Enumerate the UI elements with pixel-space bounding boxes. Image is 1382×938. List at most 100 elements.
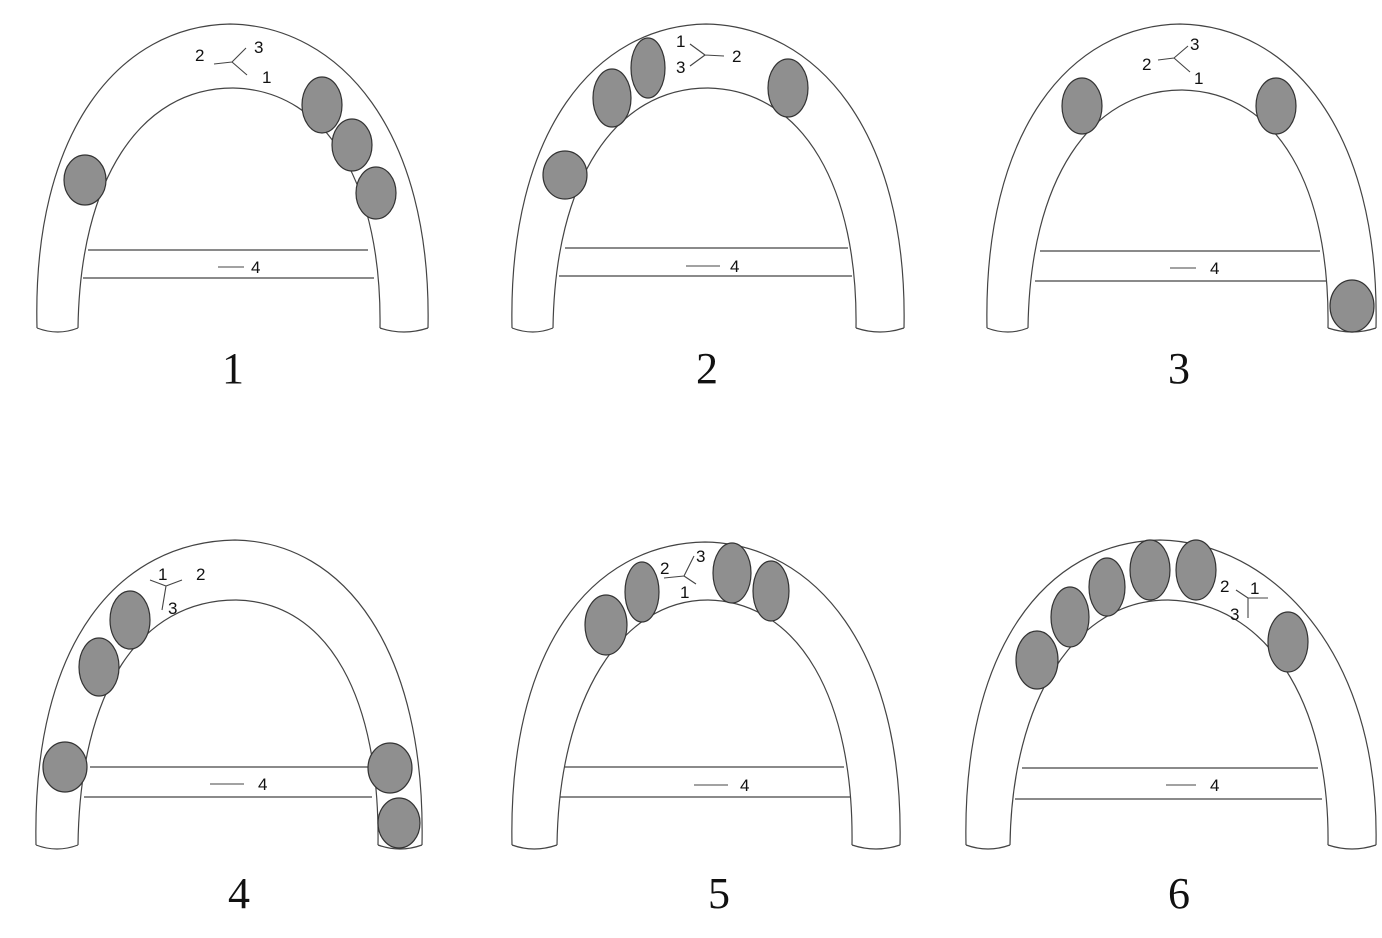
left-end-cap: [965, 844, 1011, 850]
arch-inner-outline: [1027, 89, 1329, 329]
panel-3: 4 2 3 1 3: [986, 23, 1377, 393]
tooth: [767, 58, 809, 118]
arch-outer-outline: [986, 23, 1377, 329]
tooth: [63, 154, 107, 206]
teeth: [1061, 77, 1375, 333]
tooth: [1329, 279, 1375, 333]
teeth: [542, 37, 809, 200]
label-2: 2: [196, 565, 205, 584]
label-4: 4: [1210, 776, 1219, 795]
label-2: 2: [732, 47, 741, 66]
label-4: 4: [258, 775, 267, 794]
label-3: 3: [696, 547, 705, 566]
right-end-cap: [377, 844, 423, 850]
label-3: 3: [254, 38, 263, 57]
label-1: 1: [680, 583, 689, 602]
right-end-cap: [851, 844, 901, 850]
panel-caption: 5: [708, 869, 730, 918]
label-4: 4: [740, 776, 749, 795]
panel-caption: 3: [1168, 344, 1190, 393]
left-end-cap: [511, 844, 558, 850]
label-1: 1: [158, 565, 167, 584]
bar-connector: [559, 247, 852, 277]
tooth: [1015, 630, 1059, 690]
tooth: [542, 150, 588, 200]
label-1: 1: [676, 32, 685, 51]
tooth: [1061, 77, 1103, 135]
arch-inner-outline: [556, 599, 853, 846]
tooth: [1129, 539, 1171, 601]
right-end-cap: [379, 327, 429, 333]
tooth: [624, 561, 660, 623]
label-1: 1: [262, 68, 271, 87]
bar-connector: [1035, 250, 1326, 282]
tooth: [301, 76, 343, 134]
tooth: [712, 542, 752, 604]
tooth: [1088, 557, 1126, 617]
bar-connector: [84, 766, 372, 798]
panel-caption: 1: [222, 344, 244, 393]
left-end-cap: [36, 327, 79, 333]
label-2: 2: [1142, 55, 1151, 74]
tooth: [584, 594, 628, 656]
teeth: [63, 76, 397, 220]
panel-caption: 2: [696, 344, 718, 393]
arch-inner-outline: [552, 87, 857, 329]
label-4: 4: [1210, 259, 1219, 278]
tooth: [367, 742, 413, 794]
label-1: 1: [1250, 579, 1259, 598]
tooth: [1175, 539, 1217, 601]
teeth: [1015, 539, 1309, 690]
left-end-cap: [986, 327, 1029, 333]
label-3: 3: [168, 599, 177, 618]
left-end-cap: [35, 844, 79, 850]
label-4: 4: [251, 258, 260, 277]
arch-outer-outline: [36, 23, 429, 329]
bar-connector: [83, 249, 374, 279]
tooth: [630, 37, 666, 99]
arch-inner-outline: [1009, 599, 1329, 846]
label-3: 3: [1190, 35, 1199, 54]
arch-outer-outline: [35, 539, 423, 846]
label-leader-junction: [689, 43, 725, 67]
label-2: 2: [660, 559, 669, 578]
tooth: [1050, 586, 1090, 648]
right-end-cap: [855, 327, 905, 333]
label-3: 3: [676, 58, 685, 77]
label-2: 2: [195, 46, 204, 65]
panel-6: 4 2 1 3 6: [965, 539, 1377, 918]
label-4: 4: [730, 257, 739, 276]
arch-outer-outline: [511, 23, 905, 329]
label-leader-junction: [149, 579, 183, 611]
bar-connector: [560, 766, 850, 798]
tooth: [78, 637, 120, 697]
tooth: [331, 118, 373, 172]
arch-outer-outline: [511, 541, 901, 846]
panel-caption: 6: [1168, 869, 1190, 918]
tooth: [1255, 77, 1297, 135]
label-leader-junction: [1157, 45, 1191, 73]
tooth: [752, 560, 790, 622]
panel-1: 4 2 3 1 1: [36, 23, 429, 393]
label-2: 2: [1220, 577, 1229, 596]
label-leader-junction: [213, 47, 248, 76]
right-end-cap: [1327, 844, 1377, 850]
arch-inner-outline: [77, 599, 379, 846]
tooth: [377, 797, 421, 849]
teeth: [42, 590, 421, 849]
tooth: [1267, 611, 1309, 673]
tooth: [355, 166, 397, 220]
bar-connector: [1015, 767, 1322, 800]
panel-2: 4 1 3 2 2: [511, 23, 905, 393]
tooth: [42, 741, 88, 793]
label-1: 1: [1194, 69, 1203, 88]
panel-caption: 4: [228, 869, 250, 918]
label-leader-junction: [663, 555, 697, 585]
tooth: [592, 68, 632, 128]
tooth: [109, 590, 151, 650]
label-3: 3: [1230, 605, 1239, 624]
panel-5: 4 2 3 1 5: [511, 541, 901, 918]
arch-outer-outline: [965, 539, 1377, 846]
left-end-cap: [511, 327, 554, 333]
